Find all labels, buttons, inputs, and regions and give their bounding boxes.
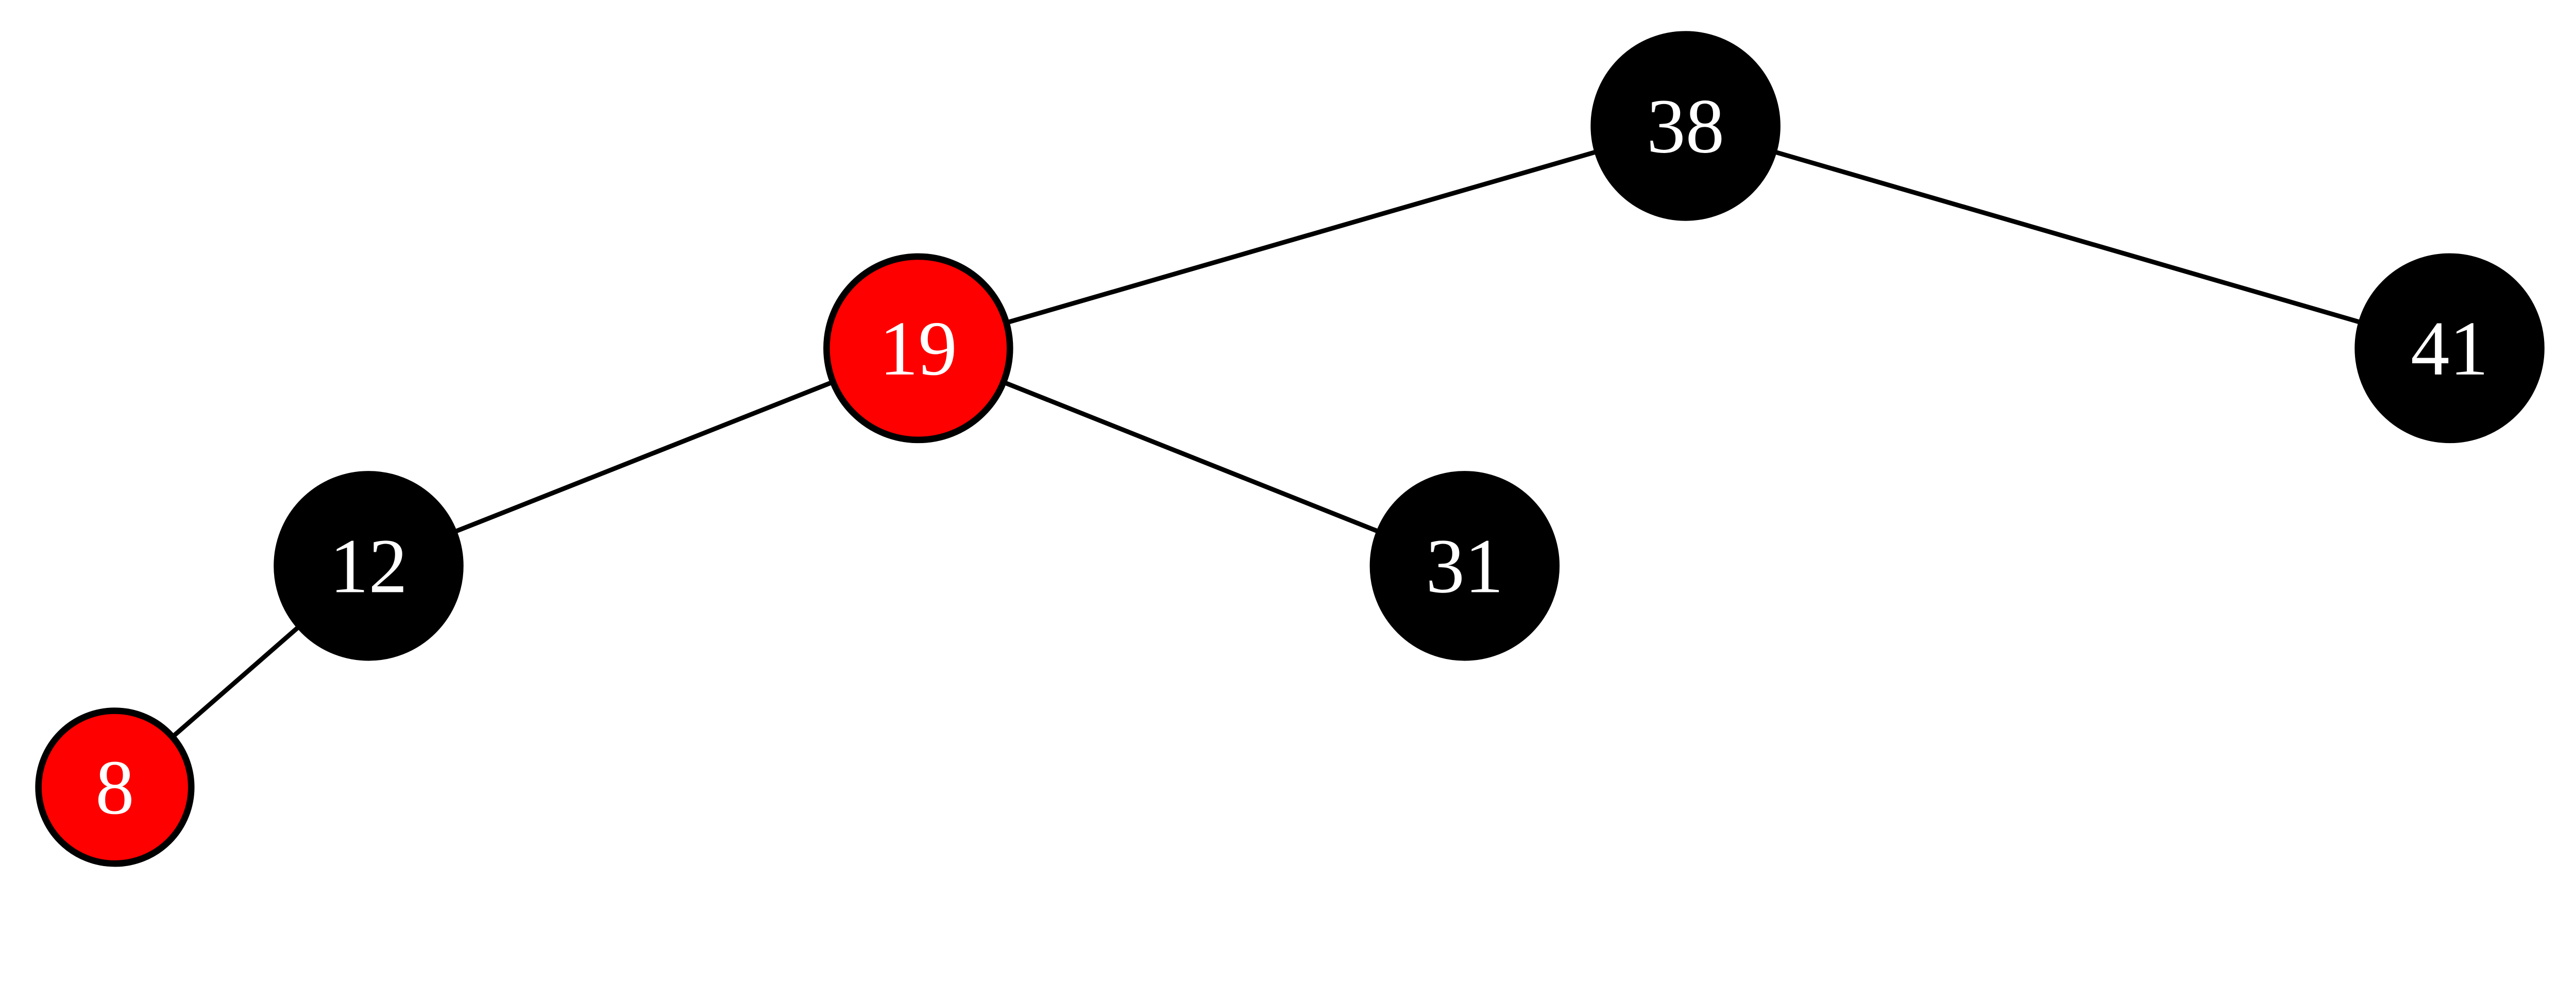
red-black-tree-svg: 38 19 41 12 31 8 (35, 31, 2545, 867)
tree-edge-19-12 (367, 346, 919, 568)
tree-node-label-12: 12 (330, 522, 408, 609)
tree-node-label-41: 41 (2411, 305, 2488, 392)
tree-edge-19-31 (917, 346, 1466, 568)
diagram-stage: 38 19 41 12 31 8 (35, 31, 2545, 867)
tree-node-label-8: 8 (95, 744, 134, 830)
tree-node-38 (1590, 31, 1781, 221)
tree-node-label-19: 19 (879, 305, 957, 392)
tree-node-41 (2354, 253, 2545, 444)
tree-node-8 (35, 707, 195, 867)
tree-node-label-31: 31 (1426, 522, 1503, 609)
tree-node-label-38: 38 (1647, 82, 1724, 169)
tree-node-12 (274, 471, 464, 661)
tree-edge-38-19 (918, 124, 1686, 351)
tree-node-19 (823, 253, 1013, 444)
tree-node-31 (1369, 471, 1560, 661)
tree-edge-38-41 (1685, 124, 2450, 351)
